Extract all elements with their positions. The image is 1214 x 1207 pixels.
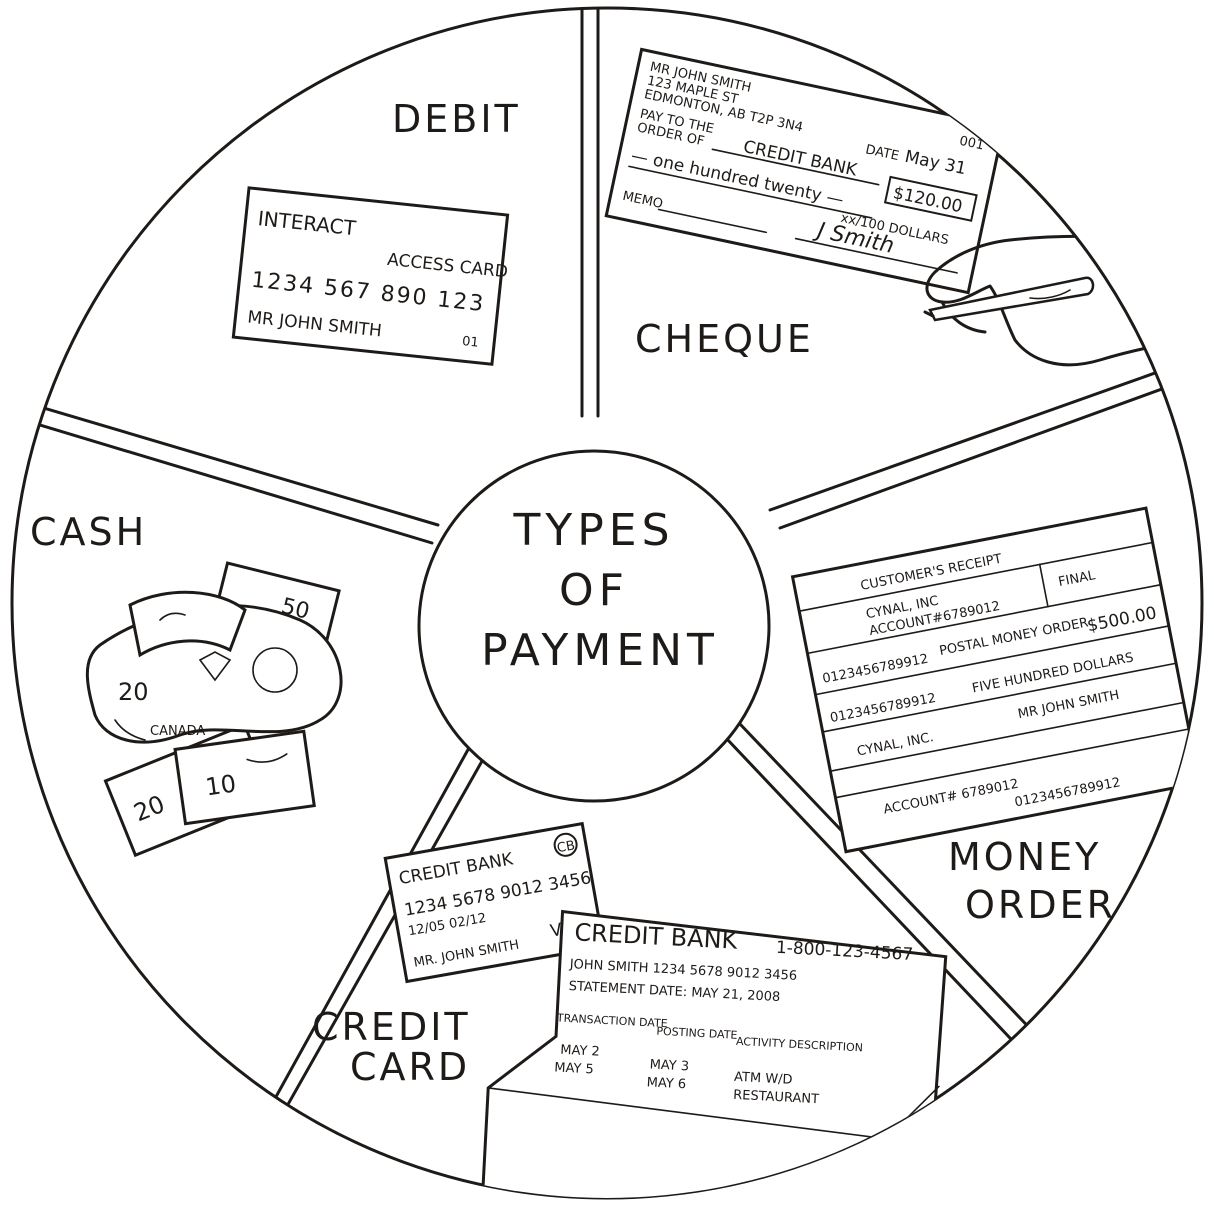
credit-card-label-line1: CREDIT (312, 1005, 471, 1049)
credit-card-logo-icon: CB (556, 838, 576, 856)
credit-card-label-line2: CARD (350, 1045, 470, 1089)
debit-segment: DEBIT INTERACT ACCESS CARD 1234 567 890 … (231, 97, 521, 366)
money-order-label-line2: ORDER (965, 883, 1116, 927)
statement-row1-desc: ATM W/D (734, 1070, 793, 1088)
note-ten-value: 10 (204, 769, 238, 801)
note-twenty-value: 20 (118, 678, 149, 706)
money-order-segment: CUSTOMER'S RECEIPT FINAL CYNAL, INC ACCO… (790, 506, 1202, 927)
banknotes-icon: 20 10 50 20 CANADA (85, 561, 343, 858)
statement-row2-posting: MAY 6 (646, 1075, 686, 1092)
cash-segment: CASH 20 10 50 20 CAN (30, 510, 343, 858)
divider-lines (12, 8, 1202, 1198)
statement-row2-date: MAY 5 (554, 1060, 594, 1077)
cheque-label: CHEQUE (635, 317, 814, 361)
cheque-number: 001 (958, 134, 985, 154)
credit-card-statement: CREDIT BANK 1-800-123-4567 JOHN SMITH 12… (481, 909, 948, 1198)
debit-card: INTERACT ACCESS CARD 1234 567 890 123 MR… (231, 186, 510, 366)
cheque-segment: MR JOHN SMITH 123 MAPLE ST EDMONTON, AB … (604, 47, 1202, 367)
statement-row1-posting: MAY 3 (649, 1057, 689, 1074)
note-country: CANADA (150, 724, 205, 739)
money-order-final: FINAL (1057, 568, 1097, 590)
statement-row1-date: MAY 2 (560, 1043, 600, 1060)
center-circle (417, 449, 771, 803)
credit-card: CREDIT BANK CB 1234 5678 9012 3456 12/05… (383, 821, 606, 984)
money-order-label-line1: MONEY (948, 835, 1101, 879)
hand-with-pen-icon (923, 234, 1202, 367)
credit-card-segment: CREDIT BANK CB 1234 5678 9012 3456 12/05… (312, 821, 948, 1198)
money-order-document: CUSTOMER'S RECEIPT FINAL CYNAL, INC ACCO… (790, 506, 1202, 854)
statement-col-posting: POSTING DATE (656, 1025, 738, 1042)
cheque-date-label: DATE (864, 142, 900, 164)
cheque-document: MR JOHN SMITH 123 MAPLE ST EDMONTON, AB … (604, 47, 1006, 295)
center-title-line3: PAYMENT (481, 625, 719, 676)
debit-card-suffix: 01 (461, 334, 479, 351)
center-title-line2: OF (559, 565, 629, 616)
debit-label: DEBIT (392, 97, 521, 141)
statement-col-transaction: TRANSACTION DATE (556, 1011, 668, 1030)
center-title-line1: TYPES (512, 505, 674, 556)
statement-row2-desc: RESTAURANT (733, 1088, 820, 1107)
cash-label: CASH (30, 510, 147, 554)
